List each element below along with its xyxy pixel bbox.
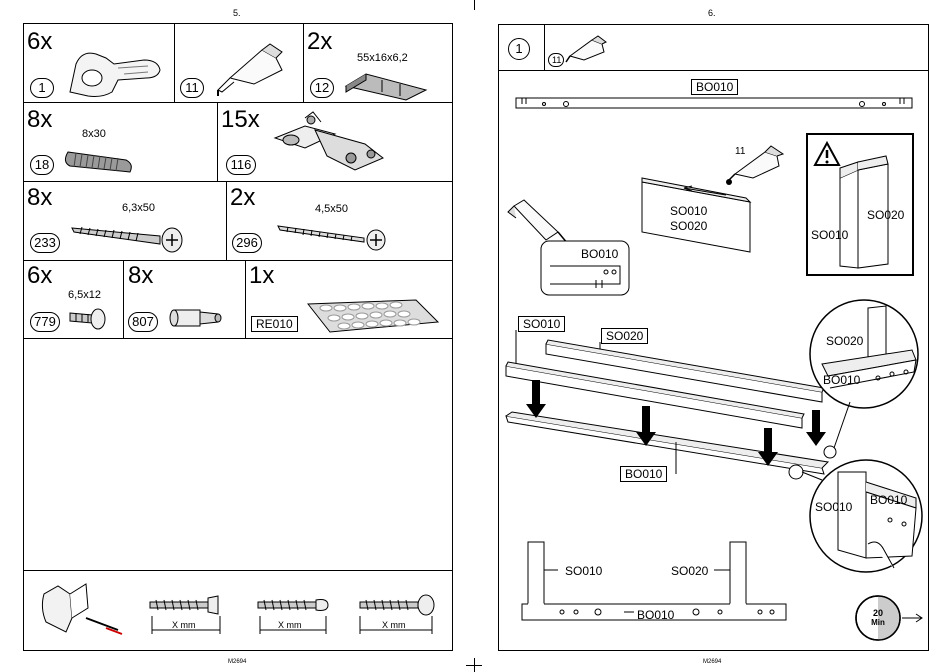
part-id-badge: 807 — [128, 312, 158, 332]
right-footer-code: M2694 — [703, 659, 721, 665]
part-id-badge: RE010 — [251, 316, 298, 332]
part-qty: 6x — [27, 30, 52, 54]
measure-label: X mm — [172, 620, 196, 630]
warning-triangle-icon — [813, 141, 841, 167]
short-screw-icon — [68, 303, 108, 333]
cabinet-hinge-icon — [265, 108, 395, 178]
warning-label-so010: SO010 — [811, 228, 848, 242]
detail-label-so010: SO010 — [815, 500, 852, 514]
screw-icon — [68, 218, 188, 254]
clock-icon — [852, 592, 926, 644]
callout-line — [786, 458, 826, 488]
step-number-badge: 1 — [508, 38, 530, 60]
detail-label-so020: SO020 — [826, 334, 863, 348]
part-label-bo010: BO010 — [620, 466, 667, 482]
part-qty: 8x — [128, 264, 153, 288]
front-label-so010: SO010 — [565, 564, 602, 578]
dowel-icon — [60, 142, 138, 178]
part-id-badge: 296 — [232, 233, 262, 253]
glue-ref-badge: 11 — [548, 53, 564, 67]
timer-unit: Min — [867, 618, 889, 627]
clip-tool-icon — [36, 578, 126, 640]
part-id-badge: 116 — [226, 155, 256, 175]
detail-label-bo010: BO010 — [823, 373, 860, 387]
detail-label-bo010: BO010 — [870, 493, 907, 507]
hinge-plate-icon — [62, 44, 166, 100]
part-size: 55x16x6,2 — [357, 52, 408, 64]
part-label-bo010-detail: BO010 — [581, 247, 618, 261]
part-qty: 2x — [307, 30, 332, 54]
part-id-badge: 779 — [30, 312, 60, 332]
glue-tube-icon — [210, 40, 290, 100]
felt-pads-icon — [304, 296, 442, 336]
shelf-pin-icon — [168, 302, 228, 332]
crop-mark — [474, 0, 475, 10]
part-qty: 15x — [221, 108, 260, 132]
timer-value: 20 — [867, 608, 889, 618]
measure-label: X mm — [382, 620, 406, 630]
right-page-number: 6. — [708, 8, 716, 18]
crop-mark — [466, 665, 482, 666]
part-label-bo010: BO010 — [691, 79, 738, 95]
screw-icon — [256, 592, 332, 616]
part-qty: 8x — [27, 186, 52, 210]
wedge-icon — [342, 66, 428, 100]
part-id-badge: 11 — [180, 78, 204, 98]
part-qty: 8x — [27, 108, 52, 132]
front-label-so020: SO020 — [671, 564, 708, 578]
part-label-so010: SO010 — [670, 204, 707, 218]
part-id-badge: 1 — [30, 78, 54, 98]
part-id-badge: 12 — [310, 78, 334, 98]
part-label-so020: SO020 — [670, 219, 707, 233]
callout-line — [820, 400, 860, 460]
part-size: 6,5x12 — [68, 289, 101, 301]
screw-icon — [358, 592, 438, 616]
detail-circle-1 — [808, 298, 920, 410]
part-qty: 1x — [249, 264, 274, 288]
front-label-bo010: BO010 — [637, 608, 674, 622]
part-qty: 2x — [230, 186, 255, 210]
glue-tube-icon — [564, 34, 612, 66]
part-size: 4,5x50 — [315, 203, 348, 215]
screw-icon — [148, 592, 224, 616]
part-size: 8x30 — [82, 128, 106, 140]
warning-label-so020: SO020 — [867, 208, 904, 222]
part-id-badge: 233 — [30, 233, 60, 253]
part-id-badge: 18 — [30, 155, 54, 175]
part-qty: 6x — [27, 264, 52, 288]
screw-icon — [276, 218, 388, 252]
measure-label: X mm — [278, 620, 302, 630]
board-bo010 — [514, 94, 914, 112]
left-page-number: 5. — [233, 8, 241, 18]
left-footer-code: M2694 — [228, 659, 246, 665]
part-size: 6,3x50 — [122, 202, 155, 214]
